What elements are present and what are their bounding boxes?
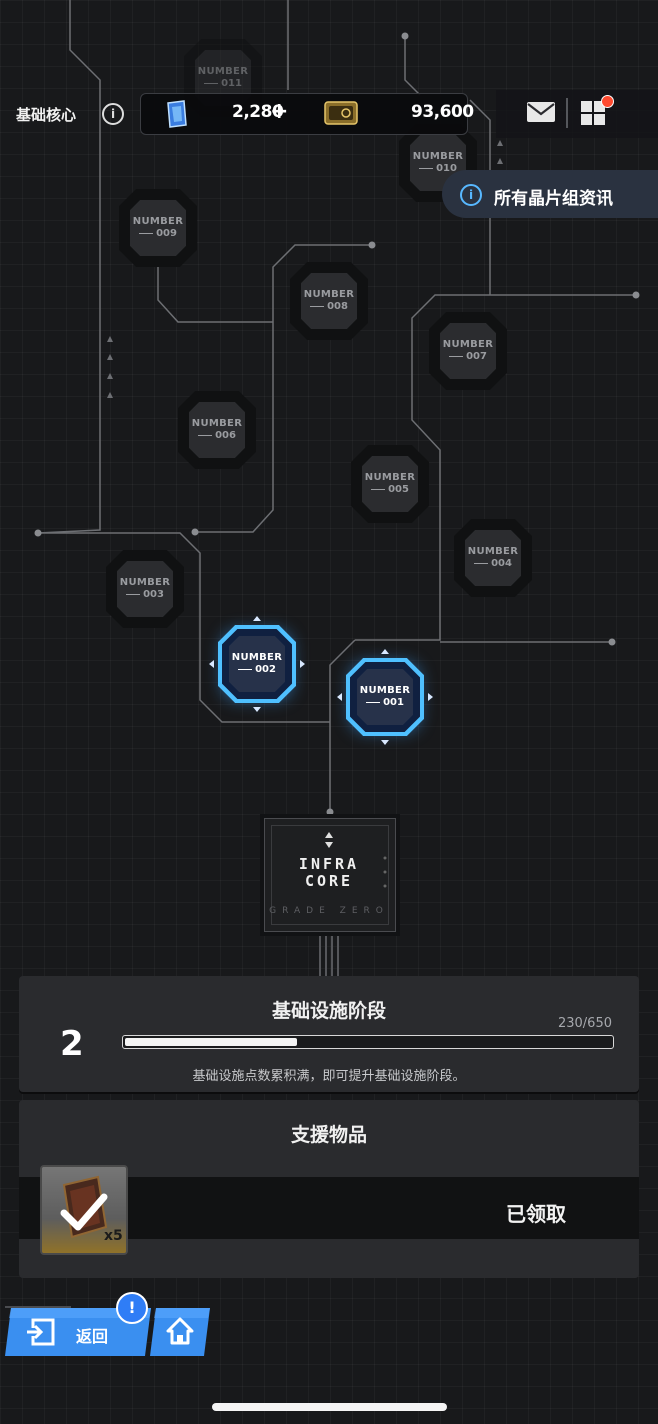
info-icon: i [460,184,482,206]
chip-node-006[interactable]: NUMBER 006 [178,391,256,469]
chip-node-003[interactable]: NUMBER 003 [106,550,184,628]
support-title: 支援物品 [290,1124,367,1146]
infrastructure-stage-panel [19,976,639,1092]
chip-node-004[interactable]: NUMBER 004 [454,519,532,597]
support-item-card[interactable] [40,1165,128,1255]
node-number: 002 [255,664,276,675]
page-title: 基础核心 [16,106,77,124]
node-label: NUMBER [231,652,283,663]
currency-bar [140,93,468,135]
node-label: NUMBER [197,66,249,77]
chip-node-002[interactable]: NUMBER 002 [218,625,296,703]
crystal-amount: 2,280 [232,102,284,122]
back-button[interactable] [5,1306,151,1358]
crystal-icon [167,100,187,128]
node-number: 010 [436,163,457,174]
node-label: NUMBER [364,472,416,483]
ticket-amount: 93,600 [411,102,474,122]
mail-icon[interactable] [526,101,556,123]
core-grade: GRADE ZERO [269,906,389,916]
info-icon[interactable]: i [102,103,124,125]
grid-menu-icon[interactable] [580,100,606,126]
node-label: NUMBER [303,289,355,300]
node-label: NUMBER [412,151,464,162]
back-label: 返回 [76,1327,109,1346]
home-icon [166,1317,194,1345]
stage-title: 基础设施阶段 [271,1000,386,1022]
header-divider [566,98,568,128]
claimed-status: 已领取 [506,1202,566,1226]
node-number: 001 [383,697,404,708]
stage-points-count: 230/650 [557,1016,612,1031]
node-label: NUMBER [467,546,519,557]
notification-dot [601,95,614,108]
stage-level: 2 [60,1024,84,1064]
node-number: 011 [221,78,242,89]
all-chip-info-label: 所有晶片组资讯 [494,189,613,209]
chip-node-010[interactable]: NUMBER 010 [399,124,477,202]
node-label: NUMBER [442,339,494,350]
exit-icon [23,1318,55,1346]
node-label: NUMBER [191,418,243,429]
stage-progress-bar [122,1035,614,1049]
node-label: NUMBER [359,685,411,696]
chip-node-005[interactable]: NUMBER 005 [351,445,429,523]
node-number: 008 [327,301,348,312]
stage-description: 基础设施点数累积满，即可提升基础设施阶段。 [192,1069,466,1084]
home-button[interactable] [150,1306,210,1358]
node-number: 004 [491,558,512,569]
system-home-indicator[interactable] [212,1403,447,1411]
header-actions [496,90,658,138]
node-number: 006 [215,430,236,441]
node-number: 003 [143,589,164,600]
node-number: 007 [466,351,487,362]
node-number: 005 [388,484,409,495]
alert-badge: ! [116,1292,148,1324]
chip-node-001[interactable]: NUMBER 001 [346,658,424,736]
checkmark-icon [60,1193,108,1231]
item-quantity: x5 [104,1228,123,1244]
core-title-line2: CORE [304,872,354,890]
chip-pack-icon [42,1167,126,1253]
plus-icon[interactable]: + [270,99,289,124]
node-label: NUMBER [119,577,171,588]
node-number: 009 [156,228,177,239]
stage-progress-fill [125,1038,297,1046]
chip-node-007[interactable]: NUMBER 007 [429,312,507,390]
node-label: NUMBER [132,216,184,227]
core-title-line1: INFRA [298,855,360,873]
chip-node-009[interactable]: NUMBER 009 [119,189,197,267]
chip-node-008[interactable]: NUMBER 008 [290,262,368,340]
ticket-icon [324,101,358,125]
